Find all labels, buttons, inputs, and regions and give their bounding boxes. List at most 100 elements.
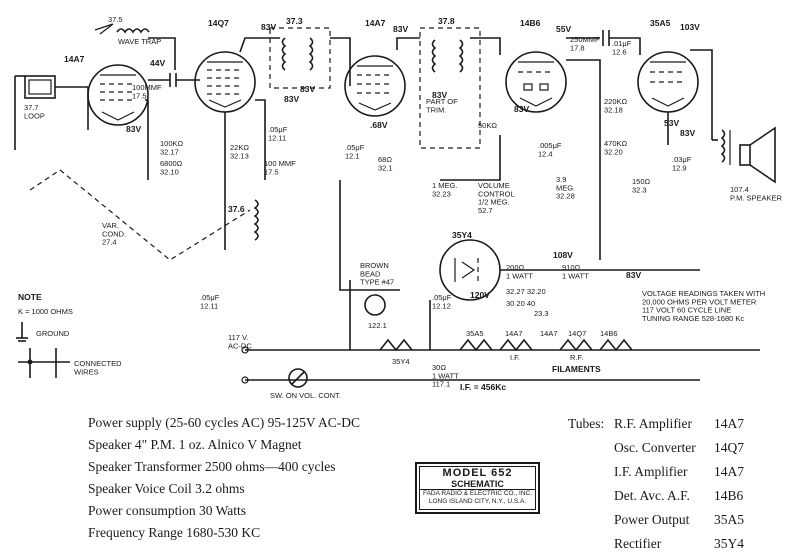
v-3: 83V (432, 90, 447, 100)
nameplate-title: SCHEMATIC (451, 479, 504, 489)
tube-list-row: Det. Avc. A.F. 14B6 (568, 484, 774, 508)
v-1: 83V (300, 84, 315, 94)
tube-14b6-detector: 14B6 55V (505, 18, 571, 113)
tube-list-type: 14A7 (714, 416, 744, 431)
tube-list-function: Osc. Converter (614, 440, 696, 455)
if-transformer-1: 37.3 (269, 16, 331, 89)
tube-14q7-converter: 14Q7 83V (194, 18, 276, 113)
nameplate-maker: FADA RADIO & ELECTRIC CO., INC. (420, 489, 535, 498)
note-k: K = 1000 OHMS (18, 307, 73, 316)
v-7: 83V (626, 270, 641, 280)
ground-label: GROUND (36, 329, 70, 338)
var-cond-gang-line (29, 169, 251, 261)
tube-6-voltage: 108V (553, 250, 573, 260)
tube-list-row: Power Output 35A5 (568, 508, 774, 532)
tube-list-row: Rectifier 35Y4 (568, 532, 774, 556)
tube-list-function: Power Output (614, 512, 690, 527)
tube-1-type: 14A7 (64, 54, 85, 64)
tube-1-voltage: 44V (150, 58, 165, 68)
v-8: 53V (664, 118, 679, 128)
fil-1: 35A5 (466, 329, 484, 338)
v-6: 120V (470, 290, 490, 300)
c375-label: 37.5 (108, 15, 123, 24)
tube-list-type: 14A7 (714, 464, 744, 479)
tube-3-voltage: 83V (393, 24, 408, 34)
tube-list-type: 14Q7 (714, 440, 744, 455)
tube-list-function: Rectifier (614, 536, 662, 551)
ac-input: 117 V.AC-DC SW. ON VOL. CONT. I.F. = 456… (228, 333, 506, 400)
cap-block-label: 30 20 40 (506, 299, 535, 308)
tube-list-function: I.F. Amplifier (614, 464, 688, 479)
tube-list-row: Tubes: R.F. Amplifier 14A7 (568, 412, 774, 436)
filament-chain: 35Y4 35A5 14A7 14A7 14Q7 14B6 I.F. R.F. … (379, 329, 633, 374)
osc-label: 37.6 (228, 204, 245, 214)
filaments-label: FILAMENTS (552, 364, 601, 374)
if2-label: 37.8 (438, 16, 455, 26)
osc-coil: 37.6 (228, 199, 259, 241)
v-2: 83V (284, 94, 299, 104)
spec-list: Power supply (25-60 cycles AC) 95-125V A… (88, 412, 360, 544)
tube-2-type: 14Q7 (208, 18, 229, 28)
spec-speaker: Speaker 4" P.M. 1 oz. Alnico V Magnet (88, 437, 302, 452)
spec-speaker-transformer: Speaker Transformer 2500 ohms—400 cycles (88, 459, 336, 474)
tube-14a7-rf: 14A7 44V (64, 54, 165, 126)
fil-0: 35Y4 (392, 357, 410, 366)
tube-list-heading: Tubes: (568, 416, 605, 431)
spec-frequency-range: Frequency Range 1680-530 KC (88, 525, 261, 540)
tube-6-type: 35Y4 (452, 230, 472, 240)
bulb-label: 122.1 (368, 321, 387, 330)
tube-5-voltage: 103V (680, 22, 700, 32)
fil-2: 14A7 (505, 329, 523, 338)
wave-trap: 37.5 WAVE TRAP (94, 15, 161, 46)
spec-voice-coil: Speaker Voice Coil 3.2 ohms (88, 481, 245, 496)
var-cond-label: VAR.COND.27.4 (102, 221, 126, 247)
fil-3: 14A7 (540, 329, 558, 338)
cap-block-num-label: 32.27 32.20 (506, 287, 546, 296)
wave-trap-label: WAVE TRAP (118, 37, 161, 46)
switch-label: SW. ON VOL. CONT. (270, 391, 341, 400)
v-4: .68V (370, 120, 388, 130)
spec-power-supply: Power supply (25-60 cycles AC) 95-125V A… (88, 415, 360, 430)
tube-list-type: 35A5 (714, 512, 744, 527)
tube-35a5-output: 35A5 103V (637, 18, 700, 113)
tube-14a7-if: 14A7 83V (344, 18, 408, 117)
fil-5: 14B6 (600, 329, 618, 338)
r-50k-label: 50KΩ (478, 121, 497, 130)
tube-2-voltage: 83V (261, 22, 276, 32)
fil-sub-1: R.F. (570, 353, 583, 362)
if1-label: 37.3 (286, 16, 303, 26)
v-5: 83V (514, 104, 529, 114)
nameplate: MODEL 652 SCHEMATIC FADA RADIO & ELECTRI… (415, 462, 540, 514)
tube-4-type: 14B6 (520, 18, 541, 28)
wiring (55, 30, 760, 381)
tube-5-type: 35A5 (650, 18, 671, 28)
fil-sub-0: I.F. (510, 353, 520, 362)
v-9: 83V (680, 128, 695, 138)
note-title: NOTE (18, 292, 42, 302)
nameplate-city: LONG ISLAND CITY, N.Y., U.S.A. (428, 498, 527, 505)
